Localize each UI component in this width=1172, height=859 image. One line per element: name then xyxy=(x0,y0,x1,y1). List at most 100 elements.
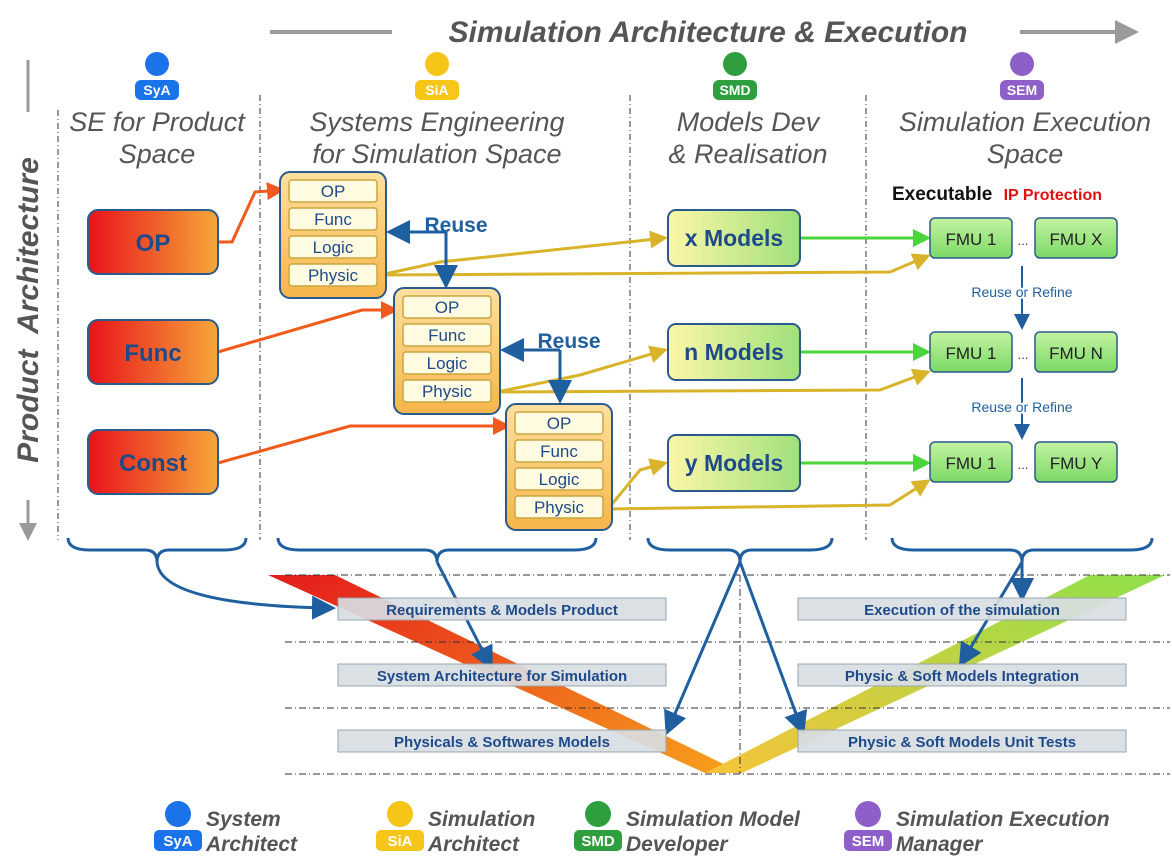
models-box: y Models xyxy=(667,434,801,492)
column-title-line1: SE for Product xyxy=(69,107,246,137)
person-head-icon xyxy=(145,52,169,76)
column-title-line1: Systems Engineering xyxy=(309,107,564,137)
reuse-label: Reuse xyxy=(537,330,600,353)
fmu-row: FMU 1 ... FMU N xyxy=(929,331,1118,373)
v-cycle-step-label: Physic & Soft Models Unit Tests xyxy=(848,734,1076,751)
role-badge xyxy=(1000,80,1044,100)
role-badge xyxy=(376,830,424,851)
person-head-icon xyxy=(723,52,747,76)
column-titles: SE for Product Space Systems Engineering… xyxy=(69,107,1151,169)
role-avatar-sem: SEM xyxy=(1000,52,1044,100)
ip-protection-text: IP Protection xyxy=(1004,187,1102,204)
product-box-label: OP xyxy=(136,230,171,257)
legend-title-line2: Developer xyxy=(626,833,729,856)
fmu-sep: ... xyxy=(1018,457,1029,472)
product-box-label: Func xyxy=(124,340,181,367)
role-badge xyxy=(135,80,179,100)
stack-item-label: Func xyxy=(428,326,466,345)
executable-text: Executable xyxy=(892,184,992,205)
role-avatar-sya: SyA xyxy=(135,52,179,100)
v-cycle-step-label: Physic & Soft Models Integration xyxy=(845,668,1079,685)
fmu-sep: ... xyxy=(1018,233,1029,248)
role-badge-label: SEM xyxy=(852,833,885,850)
role-avatars: SyA SiA SMD SEM xyxy=(135,52,1044,100)
stack-item-label: Func xyxy=(540,442,578,461)
v-cycle-step-label: Execution of the simulation xyxy=(864,602,1060,619)
fmu-rows: FMU 1 ... FMU X FMU 1 ... FMU N FMU 1 ..… xyxy=(929,217,1118,483)
person-head-icon xyxy=(165,801,191,827)
stack-item-label: Logic xyxy=(427,354,468,373)
column-title-line2: Space xyxy=(119,139,196,169)
v-cycle-step: Requirements & Models Product xyxy=(337,597,667,621)
v-cycle-step: Execution of the simulation xyxy=(797,597,1127,621)
stack-item-label: Logic xyxy=(313,238,354,257)
role-badge xyxy=(713,80,757,100)
reuse-refine-label: Reuse or Refine xyxy=(971,284,1072,300)
stack-item-label: Func xyxy=(314,210,352,229)
role-badge xyxy=(154,830,202,851)
fmu-row: FMU 1 ... FMU Y xyxy=(929,441,1118,483)
role-badge xyxy=(844,830,892,851)
reuse-refine-label: Reuse or Refine xyxy=(971,399,1072,415)
person-head-icon xyxy=(387,801,413,827)
column-separators xyxy=(57,95,867,540)
stack-item-logic xyxy=(514,467,604,491)
person-head-icon xyxy=(585,801,611,827)
stack-item-label: OP xyxy=(321,182,346,201)
fmu-row: FMU 1 ... FMU X xyxy=(929,217,1118,259)
stack-item-func xyxy=(514,439,604,463)
role-badge xyxy=(415,80,459,100)
product-boxes: OP Func Const xyxy=(87,209,219,495)
product-box-const: Const xyxy=(87,429,219,495)
legend-title-line1: System xyxy=(206,808,281,831)
legend-title-line1: Simulation xyxy=(428,808,535,831)
role-badge-label: SyA xyxy=(163,833,192,850)
stack-item-logic xyxy=(288,235,378,259)
stack-item-logic xyxy=(402,351,492,375)
v-cycle-step-label: System Architecture for Simulation xyxy=(377,668,627,685)
person-head-icon xyxy=(1010,52,1034,76)
product-box-op: OP xyxy=(87,209,219,275)
role-badge-label: SyA xyxy=(143,82,170,98)
legend-title-line2: Architect xyxy=(427,833,520,856)
role-badge xyxy=(574,830,622,851)
stack-item-op xyxy=(288,179,378,203)
stack-item-label: Physic xyxy=(534,498,585,517)
stack-item-func xyxy=(402,323,492,347)
person-head-icon xyxy=(425,52,449,76)
column-title-line2: Space xyxy=(987,139,1064,169)
product-box-func: Func xyxy=(87,319,219,385)
role-badge-label: SMD xyxy=(581,833,615,850)
stack-item-label: Logic xyxy=(539,470,580,489)
executable-label: Executable IP Protection xyxy=(892,184,1102,205)
role-avatar-smd: SMD xyxy=(713,52,757,100)
stack-item-op xyxy=(402,295,492,319)
models-box: n Models xyxy=(667,323,801,381)
fmu-last: FMU X xyxy=(1050,230,1103,249)
stack-item-label: OP xyxy=(547,414,572,433)
reuse-label: Reuse xyxy=(424,214,487,237)
legend-title-line1: Simulation Execution xyxy=(896,808,1110,831)
stack-item-label: Physic xyxy=(422,382,473,401)
stack-item-func xyxy=(288,207,378,231)
models-boxes: x Models n Models y Models xyxy=(667,209,801,492)
side-label: Product Architecture xyxy=(12,157,45,463)
stack-item-op xyxy=(514,411,604,435)
stack-item-physic xyxy=(288,263,378,287)
stack-item-label: OP xyxy=(435,298,460,317)
role-badge-label: SiA xyxy=(425,82,448,98)
v-cycle-step-label: Physicals & Softwares Models xyxy=(394,734,610,751)
fmu-first: FMU 1 xyxy=(946,344,997,363)
stack-item-label: Physic xyxy=(308,266,359,285)
stack-item-physic xyxy=(402,379,492,403)
brace-arrows xyxy=(155,561,1034,736)
fmu-first: FMU 1 xyxy=(946,230,997,249)
